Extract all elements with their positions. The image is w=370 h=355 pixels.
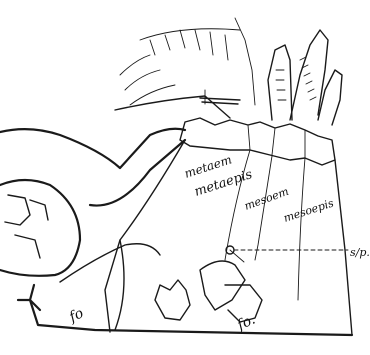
notal-plates: [180, 118, 335, 165]
tergite-row: [180, 118, 335, 165]
wing-strut: [290, 30, 328, 120]
label-mesoepis: mesoepis: [282, 196, 336, 225]
coxa-left: [155, 280, 190, 320]
wing-vein: [120, 55, 150, 75]
wing-base: [115, 18, 255, 118]
hind-wing-base: [268, 30, 342, 125]
label-spiracle: s/p.: [350, 246, 370, 259]
wing-strut: [268, 45, 292, 120]
wing-crossveins: [150, 30, 228, 60]
coxal-hook: [18, 285, 40, 310]
thorax-body: [0, 129, 352, 335]
coxal-base-curve: [60, 244, 160, 282]
anterior-lobes: [0, 180, 80, 276]
label-fo-right: fo.: [234, 312, 258, 334]
wing-strut: [318, 70, 342, 125]
anterior-lobe: [0, 180, 80, 276]
prothorax-dorsal-edge: [0, 129, 185, 168]
lobe-facets: [5, 195, 48, 258]
costa-vein: [235, 18, 255, 105]
tergite-sutures: [248, 125, 305, 158]
metaepimeron-suture: [105, 140, 185, 332]
coxae: [155, 246, 262, 322]
label-fo-left: fo: [66, 305, 86, 326]
spiracle-stalk: [230, 250, 244, 262]
mesoepisternum-suture: [298, 158, 305, 300]
wing-vein: [125, 70, 160, 90]
axillary-sclerite: [200, 98, 240, 104]
